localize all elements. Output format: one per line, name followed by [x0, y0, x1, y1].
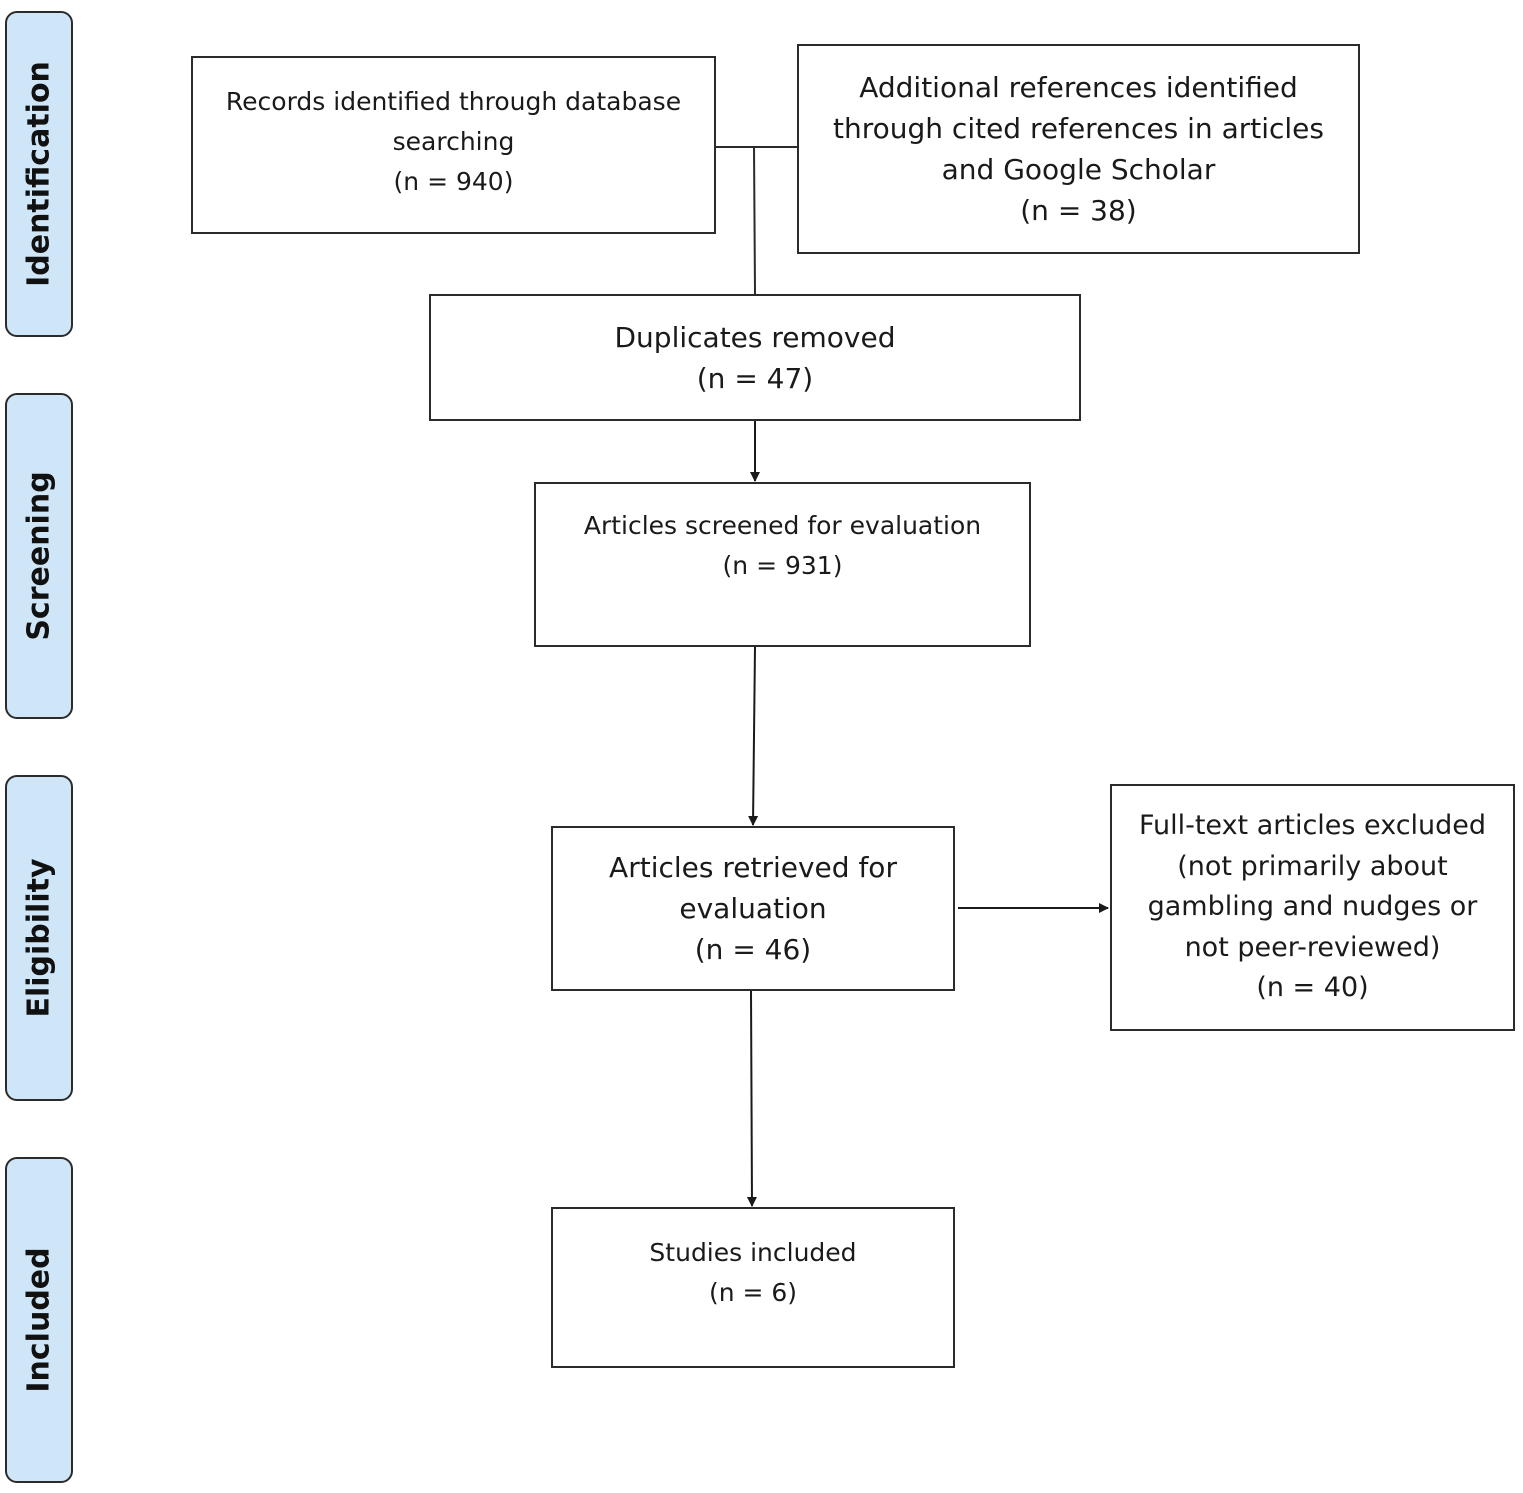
box-count: (n = 6)	[708, 1278, 798, 1307]
box-line: Records identified through database	[225, 87, 682, 116]
box-count: (n = 40)	[1256, 972, 1369, 1004]
articles-retrieved-box: Articles retrieved for evaluation (n = 4…	[551, 826, 955, 991]
records-identified-box: Records identified through database sear…	[191, 56, 716, 234]
box-line: evaluation	[679, 892, 827, 925]
merge-to-duplicates-line	[753, 146, 756, 295]
box-line: Studies included	[649, 1238, 857, 1267]
box-line: Articles screened for evaluation	[583, 511, 982, 540]
screened-to-retrieved-arrow	[748, 646, 759, 826]
box-count: (n = 38)	[1020, 194, 1137, 227]
box-count: (n = 931)	[722, 551, 843, 580]
box-line: Full-text articles excluded	[1138, 810, 1487, 842]
box-line: gambling and nudges or	[1147, 891, 1478, 923]
box-line: searching	[392, 127, 515, 156]
box-count: (n = 46)	[694, 933, 812, 966]
stage-identification: Identification	[5, 11, 73, 337]
stage-included: Included	[5, 1157, 73, 1483]
additional-references-box: Additional references identified through…	[797, 44, 1360, 254]
stage-eligibility: Eligibility	[5, 775, 73, 1101]
box-count: (n = 940)	[393, 167, 514, 196]
stage-screening: Screening	[5, 393, 73, 719]
box-line: and Google Scholar	[941, 153, 1216, 186]
duplicates-removed-box: Duplicates removed (n = 47)	[429, 294, 1081, 421]
retrieved-to-included-arrow	[746, 990, 757, 1207]
box-line: Duplicates removed	[614, 320, 896, 354]
box-line: not peer-reviewed)	[1184, 931, 1441, 963]
box-count: (n = 47)	[696, 361, 814, 395]
studies-included-box: Studies included (n = 6)	[551, 1207, 955, 1368]
full-text-excluded-box: Full-text articles excluded (not primari…	[1110, 784, 1515, 1031]
box-line: through cited references in articles	[833, 112, 1324, 145]
articles-screened-box: Articles screened for evaluation (n = 93…	[534, 482, 1031, 647]
box-line: (not primarily about	[1177, 850, 1448, 882]
box-line: Additional references identified	[859, 71, 1298, 104]
box-line: Articles retrieved for	[609, 851, 897, 884]
